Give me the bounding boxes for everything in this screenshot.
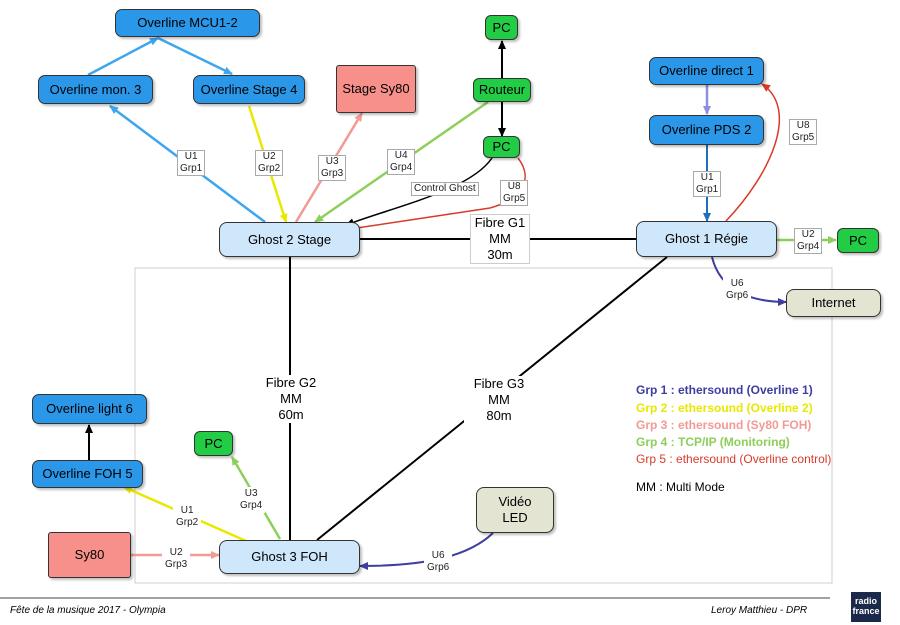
node-video-led[interactable]: Vidéo LED [476, 487, 554, 533]
fibre-name: Fibre G1 [474, 215, 526, 230]
fibre-mode: MM [489, 231, 511, 246]
node-overline-foh5[interactable]: Overline FOH 5 [32, 460, 143, 488]
fibre-name: Fibre G3 [473, 376, 525, 391]
label-port: U2 [801, 229, 815, 240]
label-u3-grp4-foh: U3 Grp4 [237, 487, 266, 513]
label-group: Grp1 [696, 184, 719, 195]
radio-france-logo: radio france [851, 592, 881, 622]
logo-line2: france [852, 606, 880, 616]
node-stage-sy80[interactable]: Stage Sy80 [336, 65, 416, 113]
label-group: Grp5 [792, 132, 815, 143]
footer-event: Fête de la musique 2017 - Olympia [10, 605, 166, 616]
fibre-g2-label: Fibre G2 MM 60m [256, 375, 326, 423]
node-overline-mon3[interactable]: Overline mon. 3 [38, 75, 153, 104]
label-group: Grp6 [726, 290, 749, 301]
node-routeur[interactable]: Routeur [473, 78, 531, 102]
fibre-mode: MM [280, 391, 302, 406]
label-port: U1 [184, 151, 198, 162]
fibre-g1-label: Fibre G1 MM 30m [470, 214, 530, 264]
node-ghost3-foh[interactable]: Ghost 3 FOH [219, 540, 360, 574]
label-group: Grp2 [258, 163, 281, 174]
fibre-length: 80m [486, 408, 512, 423]
label-group: Grp6 [427, 562, 450, 573]
node-pc-right[interactable]: PC [837, 228, 879, 253]
video-label-line1: Vidéo [498, 494, 532, 510]
legend-grp2: Grp 2 : ethersound (Overline 2) [636, 401, 813, 415]
foh-zone-frame [134, 267, 833, 584]
label-group: Grp5 [503, 193, 526, 204]
mm-note: MM : Multi Mode [636, 479, 725, 495]
fibre-length: 60m [278, 407, 304, 422]
node-ghost2-stage[interactable]: Ghost 2 Stage [219, 222, 360, 257]
label-u1-grp1-stage: U1 Grp1 [177, 150, 206, 176]
label-control-ghost: Control Ghost [411, 182, 479, 196]
label-port: U8 [796, 120, 810, 131]
node-pc-foh[interactable]: PC [194, 431, 233, 456]
label-u2-grp2-stage: U2 Grp2 [255, 150, 284, 176]
label-u8-grp5-regie: U8 Grp5 [789, 119, 818, 145]
label-port: U2 [262, 151, 276, 162]
label-port: U3 [325, 156, 339, 167]
label-port: U8 [507, 181, 521, 192]
label-group: Grp4 [390, 162, 413, 173]
node-pc-top[interactable]: PC [485, 15, 518, 40]
ghost1-to-direct1-red [725, 83, 780, 222]
node-overline-pds2[interactable]: Overline PDS 2 [649, 115, 764, 145]
node-sy80[interactable]: Sy80 [48, 532, 131, 578]
fibre-g3-label: Fibre G3 MM 80m [464, 376, 534, 424]
node-overline-stage4[interactable]: Overline Stage 4 [193, 75, 305, 104]
mcu-to-stage4 [157, 36, 233, 76]
label-u4-grp4-stage: U4 Grp4 [387, 149, 416, 175]
label-u2-grp3-foh: U2 Grp3 [162, 546, 191, 572]
legend-grp5: Grp 5 : ethersound (Overline control) [636, 452, 832, 466]
fibre-name: Fibre G2 [265, 375, 317, 390]
node-internet[interactable]: Internet [786, 289, 881, 317]
label-group: Grp3 [165, 559, 188, 570]
label-group: Grp3 [321, 168, 344, 179]
label-port: U6 [431, 550, 445, 561]
label-port: U1 [700, 172, 714, 183]
label-port: U1 [180, 505, 194, 516]
label-port: U2 [169, 547, 183, 558]
label-port: U6 [730, 278, 744, 289]
label-group: Grp4 [240, 500, 263, 511]
legend-grp4: Grp 4 : TCP/IP (Monitoring) [636, 435, 790, 449]
fibre-mode: MM [488, 392, 510, 407]
label-u6-grp6-foh: U6 Grp6 [424, 549, 453, 575]
label-u1-grp1-regie: U1 Grp1 [693, 171, 722, 197]
label-u6-grp6-regie: U6 Grp6 [723, 277, 752, 303]
legend-grp1: Grp 1 : ethersound (Overline 1) [636, 383, 813, 397]
label-u1-grp2-foh: U1 Grp2 [173, 504, 202, 530]
label-u3-grp3-stage: U3 Grp3 [318, 155, 347, 181]
node-overline-light6[interactable]: Overline light 6 [32, 394, 147, 424]
fibre-length: 30m [487, 247, 513, 262]
footer-author: Leroy Matthieu - DPR [711, 605, 808, 616]
logo-line1: radio [854, 596, 877, 606]
mcu-to-mon3 [87, 36, 159, 77]
label-port: U4 [394, 150, 408, 161]
video-label-line2: LED [502, 510, 528, 525]
label-u8-grp5-stage: U8 Grp5 [500, 180, 529, 206]
label-port: U3 [244, 488, 258, 499]
label-u2-grp4-regie: U2 Grp4 [794, 228, 823, 254]
label-group: Grp1 [180, 163, 203, 174]
node-ghost1-regie[interactable]: Ghost 1 Régie [636, 221, 777, 257]
legend-grp3: Grp 3 : ethersound (Sy80 FOH) [636, 418, 812, 432]
label-group: Grp2 [176, 517, 199, 528]
node-overline-direct1[interactable]: Overline direct 1 [649, 57, 764, 85]
node-pc-mid[interactable]: PC [483, 136, 520, 158]
node-overline-mcu[interactable]: Overline MCU1-2 [115, 9, 260, 37]
label-group: Grp4 [797, 241, 820, 252]
